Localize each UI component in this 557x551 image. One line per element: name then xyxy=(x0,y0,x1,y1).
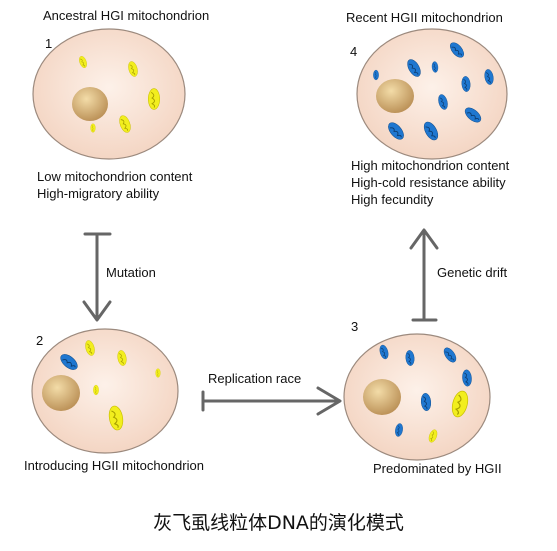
nucleus-4 xyxy=(376,79,414,113)
stage-4-number: 4 xyxy=(350,44,358,59)
hgii-mitochondrion xyxy=(373,69,379,81)
cell-stage-3 xyxy=(343,333,491,461)
stage-4-title: Recent HGII mitochondrion xyxy=(346,10,503,25)
figure-caption: 灰飞虱线粒体DNA的演化模式 xyxy=(153,512,404,534)
hgi-mitochondrion xyxy=(155,368,161,378)
cell-stage-2 xyxy=(31,328,179,454)
nucleus-1 xyxy=(72,87,108,121)
mutation-label: Mutation xyxy=(106,265,156,280)
cell-stage-1 xyxy=(32,28,186,160)
stage-1-number: 1 xyxy=(45,36,53,51)
stage-2-description: Introducing HGII mitochondrion xyxy=(24,458,204,473)
hgi-mitochondrion xyxy=(147,88,161,110)
stage-4-description-line-3: High fecundity xyxy=(351,192,434,207)
genetic-drift-label: Genetic drift xyxy=(437,265,508,280)
stage-1-title: Ancestral HGI mitochondrion xyxy=(43,8,210,23)
stage-4-description-line-1: High mitochondrion content xyxy=(351,158,510,173)
arrow-replication-race xyxy=(201,386,342,416)
stage-3-number: 3 xyxy=(351,319,359,334)
hgi-mitochondrion xyxy=(93,384,99,396)
stage-2-number: 2 xyxy=(36,333,44,348)
nucleus-2 xyxy=(42,375,80,411)
stage-1-description-line-1: Low mitochondrion content xyxy=(37,169,193,184)
arrow-mutation xyxy=(82,232,112,322)
hgi-mitochondrion xyxy=(90,123,96,133)
nucleus-3 xyxy=(363,379,401,415)
stage-3-description: Predominated by HGII xyxy=(373,461,502,476)
arrow-genetic-drift xyxy=(409,228,439,322)
replication-race-label: Replication race xyxy=(208,371,302,386)
stage-1-description-line-2: High-migratory ability xyxy=(37,186,160,201)
cell-stage-4 xyxy=(356,28,508,160)
stage-4-description-line-2: High-cold resistance ability xyxy=(351,175,506,190)
